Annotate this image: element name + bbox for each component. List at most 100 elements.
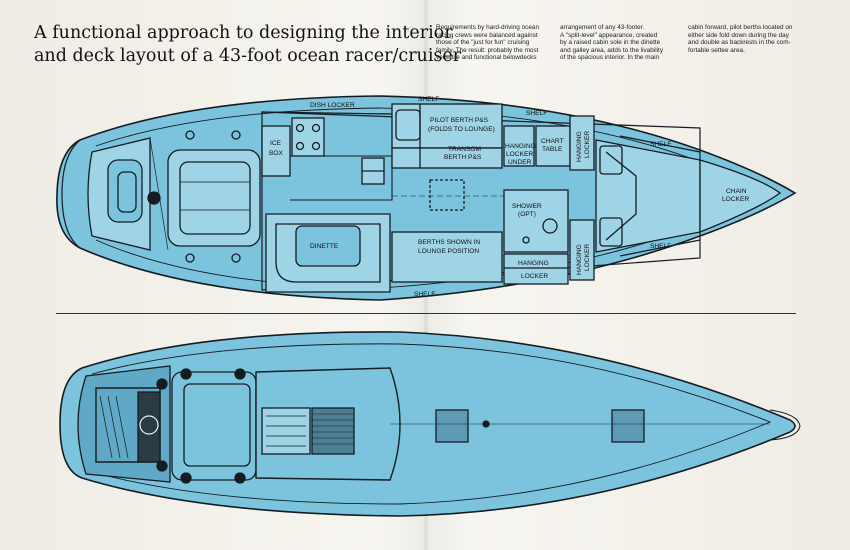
winch-icon <box>180 368 192 380</box>
lounge-berth <box>391 231 503 283</box>
hanging-locker-fwd-top <box>569 115 595 171</box>
winch-icon <box>231 253 241 263</box>
burner-icon <box>311 123 321 133</box>
body-line: of the spacious interior. In the main <box>560 54 660 62</box>
wheel-icon <box>139 415 159 435</box>
body-line: Requirements by hard-driving ocean <box>436 24 540 31</box>
body-text-column-3: cabin forward, pilot berths located on e… <box>688 24 808 54</box>
shower-compartment <box>503 189 569 253</box>
label-berths-1: BERTHS SHOWN IN <box>418 239 480 246</box>
label-chain-locker-1: CHAIN <box>726 188 747 195</box>
label-hanging-bottom: HANGING <box>518 260 549 267</box>
label-pilot-berth-2: (FOLDS TO LOUNGE) <box>428 126 495 133</box>
winch-icon <box>180 472 192 484</box>
body-line: versatile and functional belowdecks <box>436 54 537 62</box>
winch-icon <box>234 368 246 380</box>
companionway-hatch <box>261 407 311 455</box>
hanging-locker-under <box>503 125 535 167</box>
drain-icon <box>522 236 530 244</box>
helm-console <box>137 391 161 463</box>
mast-icon <box>482 420 490 428</box>
deck-hatching <box>99 395 129 459</box>
label-chain-locker-2: LOCKER <box>722 196 749 203</box>
label-shelf-fwd-bottom: SHELF <box>650 243 671 250</box>
deck-plan <box>59 331 801 517</box>
teak-lines <box>312 413 354 445</box>
body-text-column-2: arrangement of any 43-footer. A "split-l… <box>560 24 678 62</box>
label-shelf-top: SHELF <box>418 96 439 103</box>
chain-locker <box>699 159 782 233</box>
steering-line <box>149 137 169 251</box>
label-shower-2: (OPT) <box>518 211 536 218</box>
wheel-hub-icon <box>147 191 161 205</box>
label-shower-1: SHOWER <box>512 203 542 210</box>
dinette-table <box>295 225 361 267</box>
body-line: cabin forward, pilot berths located on <box>688 24 793 31</box>
dish-locker-line <box>261 111 393 115</box>
hanging-locker-bottom <box>503 253 569 285</box>
label-hanging-under-1: HANGING <box>505 143 536 150</box>
fore-hatch-2 <box>611 409 645 443</box>
body-line: those of the "just for fun" cruising <box>436 39 530 47</box>
body-line: and double as backrests in the com- <box>688 39 791 47</box>
body-text-column-1: Requirements by hard-driving ocean racin… <box>436 24 554 62</box>
label-locker-bottom: LOCKER <box>521 273 548 280</box>
body-line: either side fold down during the day <box>688 31 789 39</box>
body-line: fortable settee area. <box>688 46 745 54</box>
label-hanging-locker-top-1: HANGING <box>576 131 583 162</box>
label-pilot-berth-1: PILOT BERTH P&S <box>430 117 489 124</box>
dinette-inner <box>275 223 381 283</box>
label-hanging-under-3: UNDER <box>508 159 532 166</box>
body-line: racing crews were balanced against <box>436 31 538 39</box>
body-line: arrangement of any 43-footer. <box>560 24 645 31</box>
head-toilet-icon <box>542 218 558 234</box>
label-hanging-locker-bot-1: HANGING <box>576 244 583 275</box>
headline-line-2: and deck layout of a 43-foot ocean racer… <box>34 46 462 66</box>
v-berth-inner <box>605 151 637 241</box>
winch-icon <box>231 130 241 140</box>
shelf-line <box>619 135 701 153</box>
chart-table <box>535 125 571 167</box>
interior-labels: DISH LOCKER SHELF SHELF SHELF ICE BOX PI… <box>269 96 749 298</box>
body-line: A "split-level" appearance, created <box>560 31 658 39</box>
hatch-teak <box>311 407 355 455</box>
headline-line-1: A functional approach to designing the i… <box>34 23 453 43</box>
body-line: by a raised cabin sole in the dinette <box>560 39 661 47</box>
fore-hatch-1 <box>435 409 469 443</box>
body-line: and galley area, adds to the livability <box>560 46 664 54</box>
cockpit-sole <box>179 161 251 235</box>
helm-seat-inner <box>117 171 137 213</box>
winch-icon <box>156 378 168 390</box>
label-chart-table-1: CHART <box>541 138 564 145</box>
companionway-steps <box>266 415 306 447</box>
cockpit-seat-inner <box>183 383 251 467</box>
burner-icon <box>295 141 305 151</box>
section-divider <box>56 313 796 314</box>
label-chart-table-2: TABLE <box>542 146 563 153</box>
winch-icon <box>185 130 195 140</box>
ice-box <box>261 125 291 177</box>
bow-pulpit <box>769 409 801 441</box>
shelf-line <box>619 239 701 257</box>
burner-icon <box>311 141 321 151</box>
saloon-table <box>429 179 465 211</box>
cockpit-well <box>167 149 261 247</box>
deck-toerail <box>91 343 772 505</box>
body-line: family. The result: probably the most <box>436 46 539 54</box>
label-transom-1: TRANSOM <box>448 146 481 153</box>
burner-icon <box>295 123 305 133</box>
winch-icon <box>156 460 168 472</box>
galley-counter <box>290 155 393 201</box>
winch-icon <box>185 253 195 263</box>
label-dish-locker: DISH LOCKER <box>310 102 355 109</box>
label-hanging-locker-bot-2: LOCKER <box>584 244 591 271</box>
helm-seat <box>107 159 143 223</box>
v-berth-cushion <box>599 217 623 247</box>
transom-outline <box>61 139 81 249</box>
label-shelf-top-2: SHELF <box>526 110 547 117</box>
label-berths-2: LOUNGE POSITION <box>418 248 479 255</box>
label-ice-box-1: ICE <box>270 140 282 147</box>
label-shelf-fwd-top: SHELF <box>650 141 671 148</box>
label-hanging-locker-top-2: LOCKER <box>584 131 591 158</box>
headline: A functional approach to designing the i… <box>34 22 462 68</box>
